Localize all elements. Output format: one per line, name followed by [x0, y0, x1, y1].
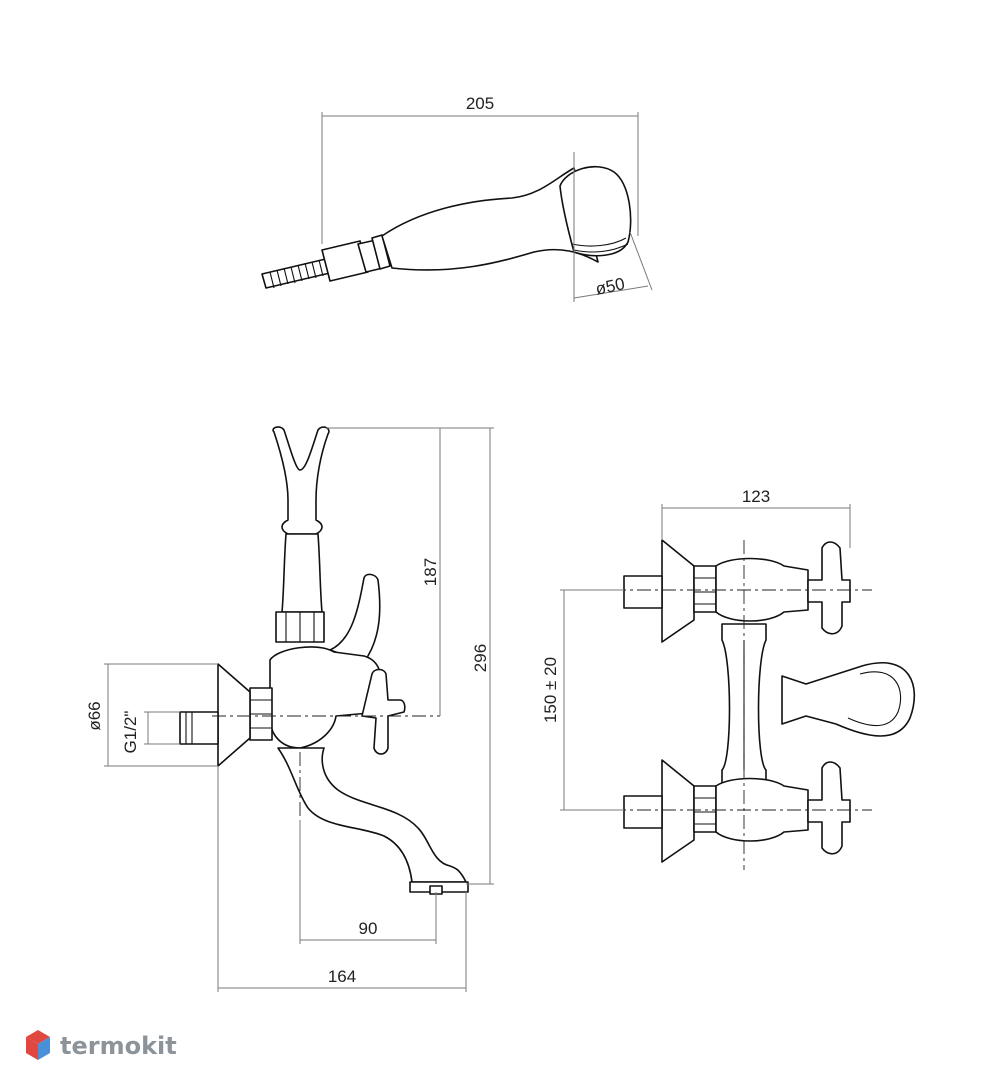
dim-label-164: 164 — [328, 967, 356, 986]
dim-205: 205 — [321, 94, 639, 244]
dim-label-296: 296 — [471, 644, 490, 672]
spout-front — [781, 662, 916, 737]
wall-flange — [217, 663, 251, 767]
handle-body — [381, 167, 599, 271]
side-view — [179, 426, 469, 895]
riser-tube — [281, 533, 323, 613]
hand-shower — [261, 165, 632, 289]
dim-123: 123 — [661, 487, 851, 548]
dim-296: 296 — [446, 427, 494, 885]
dim-label-150: 150 ± 20 — [541, 657, 560, 723]
diverter-lever — [329, 573, 381, 663]
dim-label-187: 187 — [421, 558, 440, 586]
dim-150: 150 ± 20 — [541, 589, 624, 811]
termokit-logo: termokit — [26, 1030, 177, 1060]
mixer-body — [269, 646, 382, 749]
dim-label-thread: G1/2" — [121, 711, 140, 754]
dim-label-205: 205 — [466, 94, 494, 113]
front-view — [623, 539, 916, 863]
dim-90: 90 — [299, 820, 437, 944]
dim-label-90: 90 — [359, 919, 378, 938]
dim-d66: ø66 — [85, 663, 218, 767]
dim-164: 164 — [217, 766, 467, 992]
spout — [277, 747, 467, 883]
dim-label-d66: ø66 — [85, 701, 104, 730]
handle-ring — [371, 234, 391, 270]
dim-label-123: 123 — [742, 487, 770, 506]
cross-handle — [361, 668, 406, 755]
termokit-logo-icon — [26, 1030, 50, 1060]
shower-head — [559, 165, 632, 257]
termokit-logo-text: termokit — [60, 1032, 177, 1060]
dim-label-d50: ø50 — [594, 274, 627, 299]
shower-hose — [261, 257, 335, 289]
dim-187: 187 — [326, 427, 446, 716]
shower-fork — [272, 426, 330, 535]
dim-thread: G1/2" — [121, 711, 180, 754]
